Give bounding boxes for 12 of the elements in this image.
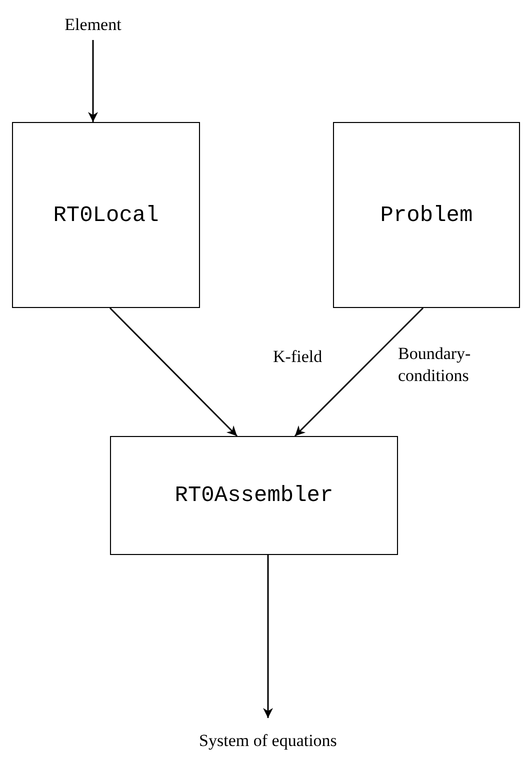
arrow <box>109 307 238 437</box>
process-box <box>333 122 520 308</box>
arrow <box>88 40 98 122</box>
process-box <box>12 122 200 308</box>
box-label: RT0Assembler <box>174 483 334 508</box>
box-label: RT0Local <box>53 202 159 228</box>
arrow <box>263 555 273 718</box>
arrow <box>294 307 424 437</box>
flow-label: Element <box>53 12 133 38</box>
process-box <box>110 436 398 555</box>
box-label: Problem <box>380 202 473 228</box>
flow-label: System of equations <box>188 728 348 754</box>
